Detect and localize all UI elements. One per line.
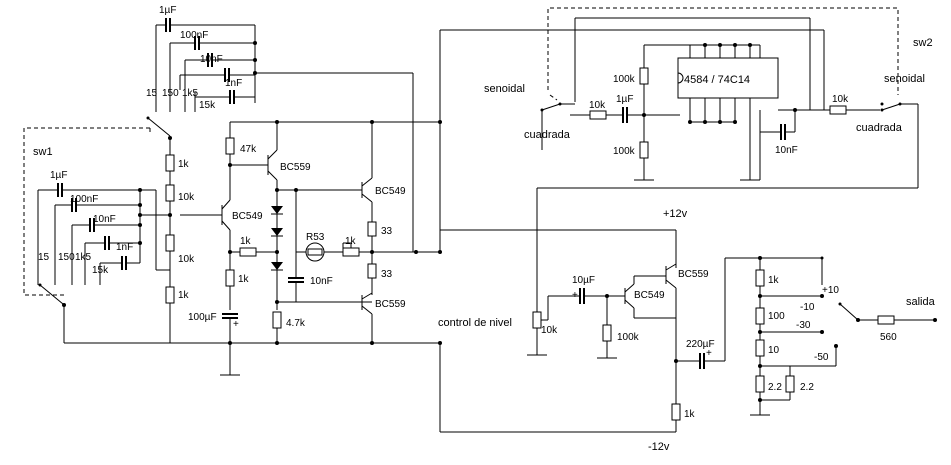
q1-label: BC549 — [232, 211, 263, 222]
res-top-1k5: 1k5 — [182, 88, 199, 99]
attenuator: 1k 100 10 2.2 2.2 +10 -10 -30 -50 560 sa… — [750, 256, 937, 416]
out-c220u: 220µF — [686, 339, 715, 350]
cap-top-1u: 1µF — [159, 5, 176, 16]
res-1k-base: 1k — [240, 236, 252, 247]
salida-label: salida — [906, 296, 936, 308]
att-m10: -10 — [800, 302, 815, 313]
att-r22a: 2.2 — [768, 382, 782, 393]
ladder-1k-top: 1k — [178, 159, 190, 170]
control-nivel-label: control de nivel — [438, 317, 512, 329]
sq-c10n: 10nF — [775, 145, 798, 156]
cap-100u: 100µF — [188, 312, 217, 323]
att-p10: +10 — [822, 285, 839, 296]
res-1k-emitter: 1k — [238, 274, 250, 285]
cap-top-100n: 100nF — [180, 30, 208, 41]
sq-c1u: 1µF — [616, 94, 633, 105]
senoidal-left-label: senoidal — [484, 83, 525, 95]
lvl-r100k: 100k — [617, 332, 640, 343]
res-4k7: 4.7k — [286, 318, 306, 329]
res-top-15: 15 — [146, 88, 158, 99]
sq-r100k-b: 100k — [613, 146, 636, 157]
out-r1k: 1k — [684, 409, 696, 420]
minus12-label: -12v — [648, 441, 670, 453]
cuadrada-right-label: cuadrada — [856, 122, 903, 134]
res-left-150: 150 — [58, 252, 75, 263]
res-33-b: 33 — [381, 269, 393, 280]
top-filter-bank: 1µF 100nF 10nF 1nF 15 150 1k5 15k — [146, 5, 413, 140]
att-r1k: 1k — [768, 275, 780, 286]
output-stage: +12v 10k 10µF + 100k BC549 BC559 — [440, 208, 822, 453]
square-wave-section: senoidal cuadrada 10k 1µF 100k 100k 4584… — [439, 17, 925, 312]
lvl-c10u: 10µF — [572, 275, 595, 286]
q3-label: BC549 — [375, 186, 406, 197]
out-c220u-plus: + — [706, 348, 712, 359]
cap-left-1u: 1µF — [50, 170, 67, 181]
att-r10: 10 — [768, 345, 780, 356]
q5-label: BC549 — [634, 290, 665, 301]
res-47k: 47k — [240, 144, 257, 155]
cap-top-1n: 1nF — [225, 78, 242, 89]
sw2-label: sw2 — [913, 37, 933, 49]
q6-label: BC559 — [678, 269, 709, 280]
ic-label: 4584 / 74C14 — [684, 74, 750, 86]
pot-1k: 1k — [345, 236, 357, 247]
ladder-10k-top: 10k — [178, 192, 195, 203]
resistor-ladder: 1k 10k 10k 1k — [165, 138, 195, 343]
res-left-1k5: 1k5 — [75, 252, 92, 263]
res-left-15: 15 — [38, 252, 50, 263]
senoidal-right-label: senoidal — [884, 73, 925, 85]
oscillator-core: 47k BC549 1k 1k 100µF + BC559 — [180, 73, 676, 433]
cuadrada-left-label: cuadrada — [524, 129, 571, 141]
sq-r10k-out: 10k — [832, 94, 849, 105]
sq-r10k: 10k — [589, 100, 606, 111]
att-m50: -50 — [814, 352, 829, 363]
out-r560: 560 — [880, 332, 897, 343]
cap-top-10n: 10nF — [200, 54, 223, 65]
res-top-150: 150 — [162, 88, 179, 99]
cap-10n-mid: 10nF — [310, 276, 333, 287]
sw1-label: sw1 — [33, 146, 53, 158]
left-filter-bank: 1µF 100nF 10nF 1nF 15 150 1k5 15k — [37, 170, 440, 344]
r53-label: R53 — [306, 232, 325, 243]
q4-label: BC559 — [375, 299, 406, 310]
cap-left-10n: 10nF — [93, 214, 116, 225]
ladder-10k-bot: 10k — [178, 254, 195, 265]
att-m30: -30 — [796, 320, 811, 331]
q2-label: BC559 — [280, 162, 311, 173]
res-33-a: 33 — [381, 226, 393, 237]
lvl-c10u-plus: + — [572, 290, 578, 301]
cap-left-100n: 100nF — [70, 194, 98, 205]
ladder-1k-bot: 1k — [178, 290, 190, 301]
sw1-box — [23, 127, 150, 296]
sq-r100k-a: 100k — [613, 74, 636, 85]
lvl-pot: 10k — [541, 325, 558, 336]
att-r100: 100 — [768, 311, 785, 322]
cap-left-1n: 1nF — [116, 242, 133, 253]
res-top-15k: 15k — [199, 100, 216, 111]
res-left-15k: 15k — [92, 265, 109, 276]
cap-100u-plus: + — [233, 319, 239, 330]
att-r22b: 2.2 — [800, 382, 814, 393]
plus12-label: +12v — [663, 208, 688, 220]
